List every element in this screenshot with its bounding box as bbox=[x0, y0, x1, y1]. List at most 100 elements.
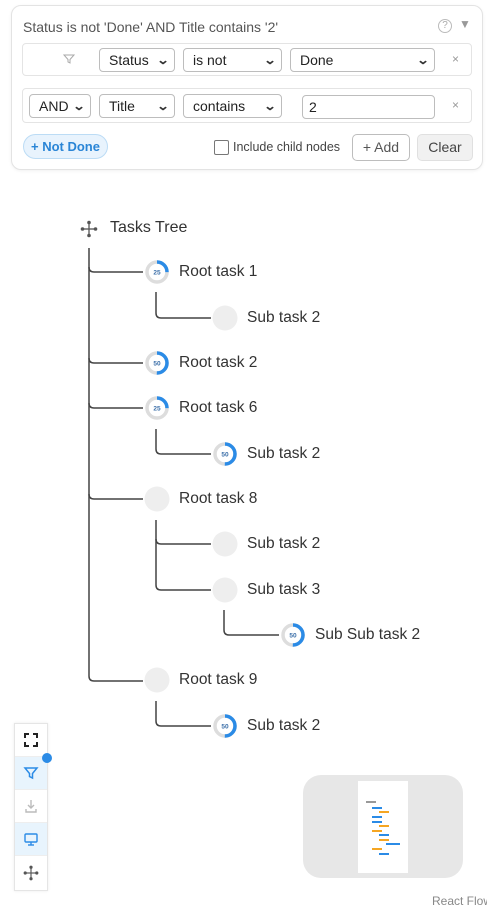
progress-ring bbox=[212, 577, 238, 603]
connector bbox=[155, 520, 211, 591]
progress-arc bbox=[213, 714, 237, 738]
empty-node-circle bbox=[212, 531, 238, 557]
field-select-value: Title bbox=[109, 98, 135, 114]
chevron-down-icon: ⌄ bbox=[156, 53, 170, 67]
not-done-chip[interactable]: + Not Done bbox=[23, 134, 108, 159]
add-condition-button[interactable]: + Add bbox=[352, 134, 410, 161]
conjunction-select[interactable]: AND ⌄ bbox=[29, 94, 91, 118]
progress-value: 50 bbox=[153, 361, 161, 368]
operator-select[interactable]: is not ⌄ bbox=[183, 48, 282, 72]
progress-value: 50 bbox=[289, 633, 297, 640]
chevron-down-icon: ⌄ bbox=[156, 99, 170, 113]
value-input[interactable]: 2 bbox=[302, 95, 435, 119]
operator-select[interactable]: contains ⌄ bbox=[183, 94, 282, 118]
tree-icon bbox=[80, 220, 98, 238]
progress-ring bbox=[144, 486, 170, 512]
active-dot bbox=[42, 753, 52, 763]
node-label: Root task 8 bbox=[179, 490, 258, 507]
progress-ring: 50 bbox=[145, 351, 169, 375]
progress-ring: 50 bbox=[213, 442, 237, 466]
node-label: Sub task 2 bbox=[247, 717, 321, 734]
collapse-icon[interactable]: ▼ bbox=[459, 17, 471, 31]
connector bbox=[155, 429, 211, 455]
filter-row-2: AND ⌄ Title ⌄ contains ⌄ 2 × bbox=[22, 88, 472, 123]
value-select[interactable]: Done ⌄ bbox=[290, 48, 435, 72]
tree-layout-button[interactable] bbox=[15, 856, 47, 889]
chevron-down-icon: ⌄ bbox=[416, 53, 430, 67]
connector bbox=[88, 357, 143, 364]
filter-icon bbox=[23, 767, 39, 780]
remove-row-icon[interactable]: × bbox=[451, 98, 459, 112]
fit-view-icon bbox=[24, 733, 38, 747]
empty-node-circle bbox=[212, 305, 238, 331]
remove-row-icon[interactable]: × bbox=[451, 52, 459, 66]
minimap-viewport[interactable] bbox=[358, 781, 408, 873]
connector bbox=[88, 402, 143, 409]
connector bbox=[88, 266, 143, 273]
include-child-label: Include child nodes bbox=[233, 140, 341, 154]
empty-node-circle bbox=[144, 486, 170, 512]
progress-value: 25 bbox=[153, 270, 161, 277]
flow-controls bbox=[14, 723, 52, 891]
connector bbox=[88, 493, 143, 500]
conjunction-select-value: AND bbox=[39, 98, 69, 114]
display-button[interactable] bbox=[15, 823, 47, 856]
include-child-checkbox[interactable] bbox=[214, 140, 229, 155]
field-select-value: Status bbox=[109, 52, 149, 68]
progress-value: 50 bbox=[221, 724, 229, 731]
tree-connectors bbox=[88, 248, 279, 727]
progress-value: 50 bbox=[221, 452, 229, 459]
operator-select-value: contains bbox=[193, 98, 246, 114]
connector bbox=[223, 610, 279, 636]
progress-ring: 25 bbox=[145, 260, 169, 284]
progress-ring: 50 bbox=[213, 714, 237, 738]
filter-icon bbox=[63, 54, 75, 64]
empty-node-circle bbox=[212, 577, 238, 603]
minimap[interactable] bbox=[303, 775, 463, 878]
node-label: Sub task 2 bbox=[247, 309, 321, 326]
progress-ring bbox=[212, 305, 238, 331]
node-label: Sub task 2 bbox=[247, 535, 321, 552]
help-icon[interactable]: ? bbox=[438, 19, 452, 33]
chevron-down-icon: ⌄ bbox=[263, 53, 277, 67]
filter-toggle-button[interactable] bbox=[15, 753, 52, 790]
connector bbox=[155, 292, 211, 319]
fit-view-button[interactable] bbox=[15, 724, 47, 757]
monitor-icon bbox=[24, 833, 38, 846]
download-button[interactable] bbox=[15, 790, 47, 823]
empty-node-circle bbox=[144, 667, 170, 693]
connector bbox=[88, 248, 143, 682]
progress-arc bbox=[145, 351, 169, 375]
progress-value: 25 bbox=[153, 406, 161, 413]
node-label: Sub task 2 bbox=[247, 445, 321, 462]
react-flow-attribution[interactable]: React Flow bbox=[432, 894, 487, 907]
filter-summary: Status is not 'Done' AND Title contains … bbox=[23, 19, 279, 35]
progress-ring bbox=[144, 667, 170, 693]
clear-button[interactable]: Clear bbox=[417, 134, 473, 161]
filter-panel: Status is not 'Done' AND Title contains … bbox=[11, 5, 483, 170]
chevron-down-icon: ⌄ bbox=[263, 99, 277, 113]
chevron-down-icon: ⌄ bbox=[72, 99, 86, 113]
tree-canvas[interactable]: Tasks Tree 25 Root task 1 Sub task 2 50 … bbox=[0, 200, 487, 907]
operator-select-value: is not bbox=[193, 52, 227, 68]
node-label: Sub Sub task 2 bbox=[315, 626, 421, 643]
node-label: Root task 2 bbox=[179, 354, 258, 371]
progress-ring: 50 bbox=[281, 623, 305, 647]
tree-root-label: Tasks Tree bbox=[110, 219, 188, 236]
progress-arc bbox=[213, 442, 237, 466]
connector bbox=[155, 538, 211, 545]
progress-arc bbox=[281, 623, 305, 647]
value-select-value: Done bbox=[300, 52, 334, 68]
field-select[interactable]: Title ⌄ bbox=[99, 94, 175, 118]
node-label: Root task 9 bbox=[179, 671, 258, 688]
node-label: Root task 6 bbox=[179, 399, 258, 416]
progress-arc bbox=[145, 260, 169, 284]
node-label: Root task 1 bbox=[179, 263, 258, 280]
progress-ring bbox=[212, 531, 238, 557]
tree-icon bbox=[23, 865, 39, 880]
node-label: Sub task 3 bbox=[247, 581, 321, 598]
filter-row-1: Status ⌄ is not ⌄ Done ⌄ × bbox=[22, 43, 472, 76]
connector bbox=[155, 701, 211, 727]
field-select[interactable]: Status ⌄ bbox=[99, 48, 175, 72]
progress-arc bbox=[145, 396, 169, 420]
